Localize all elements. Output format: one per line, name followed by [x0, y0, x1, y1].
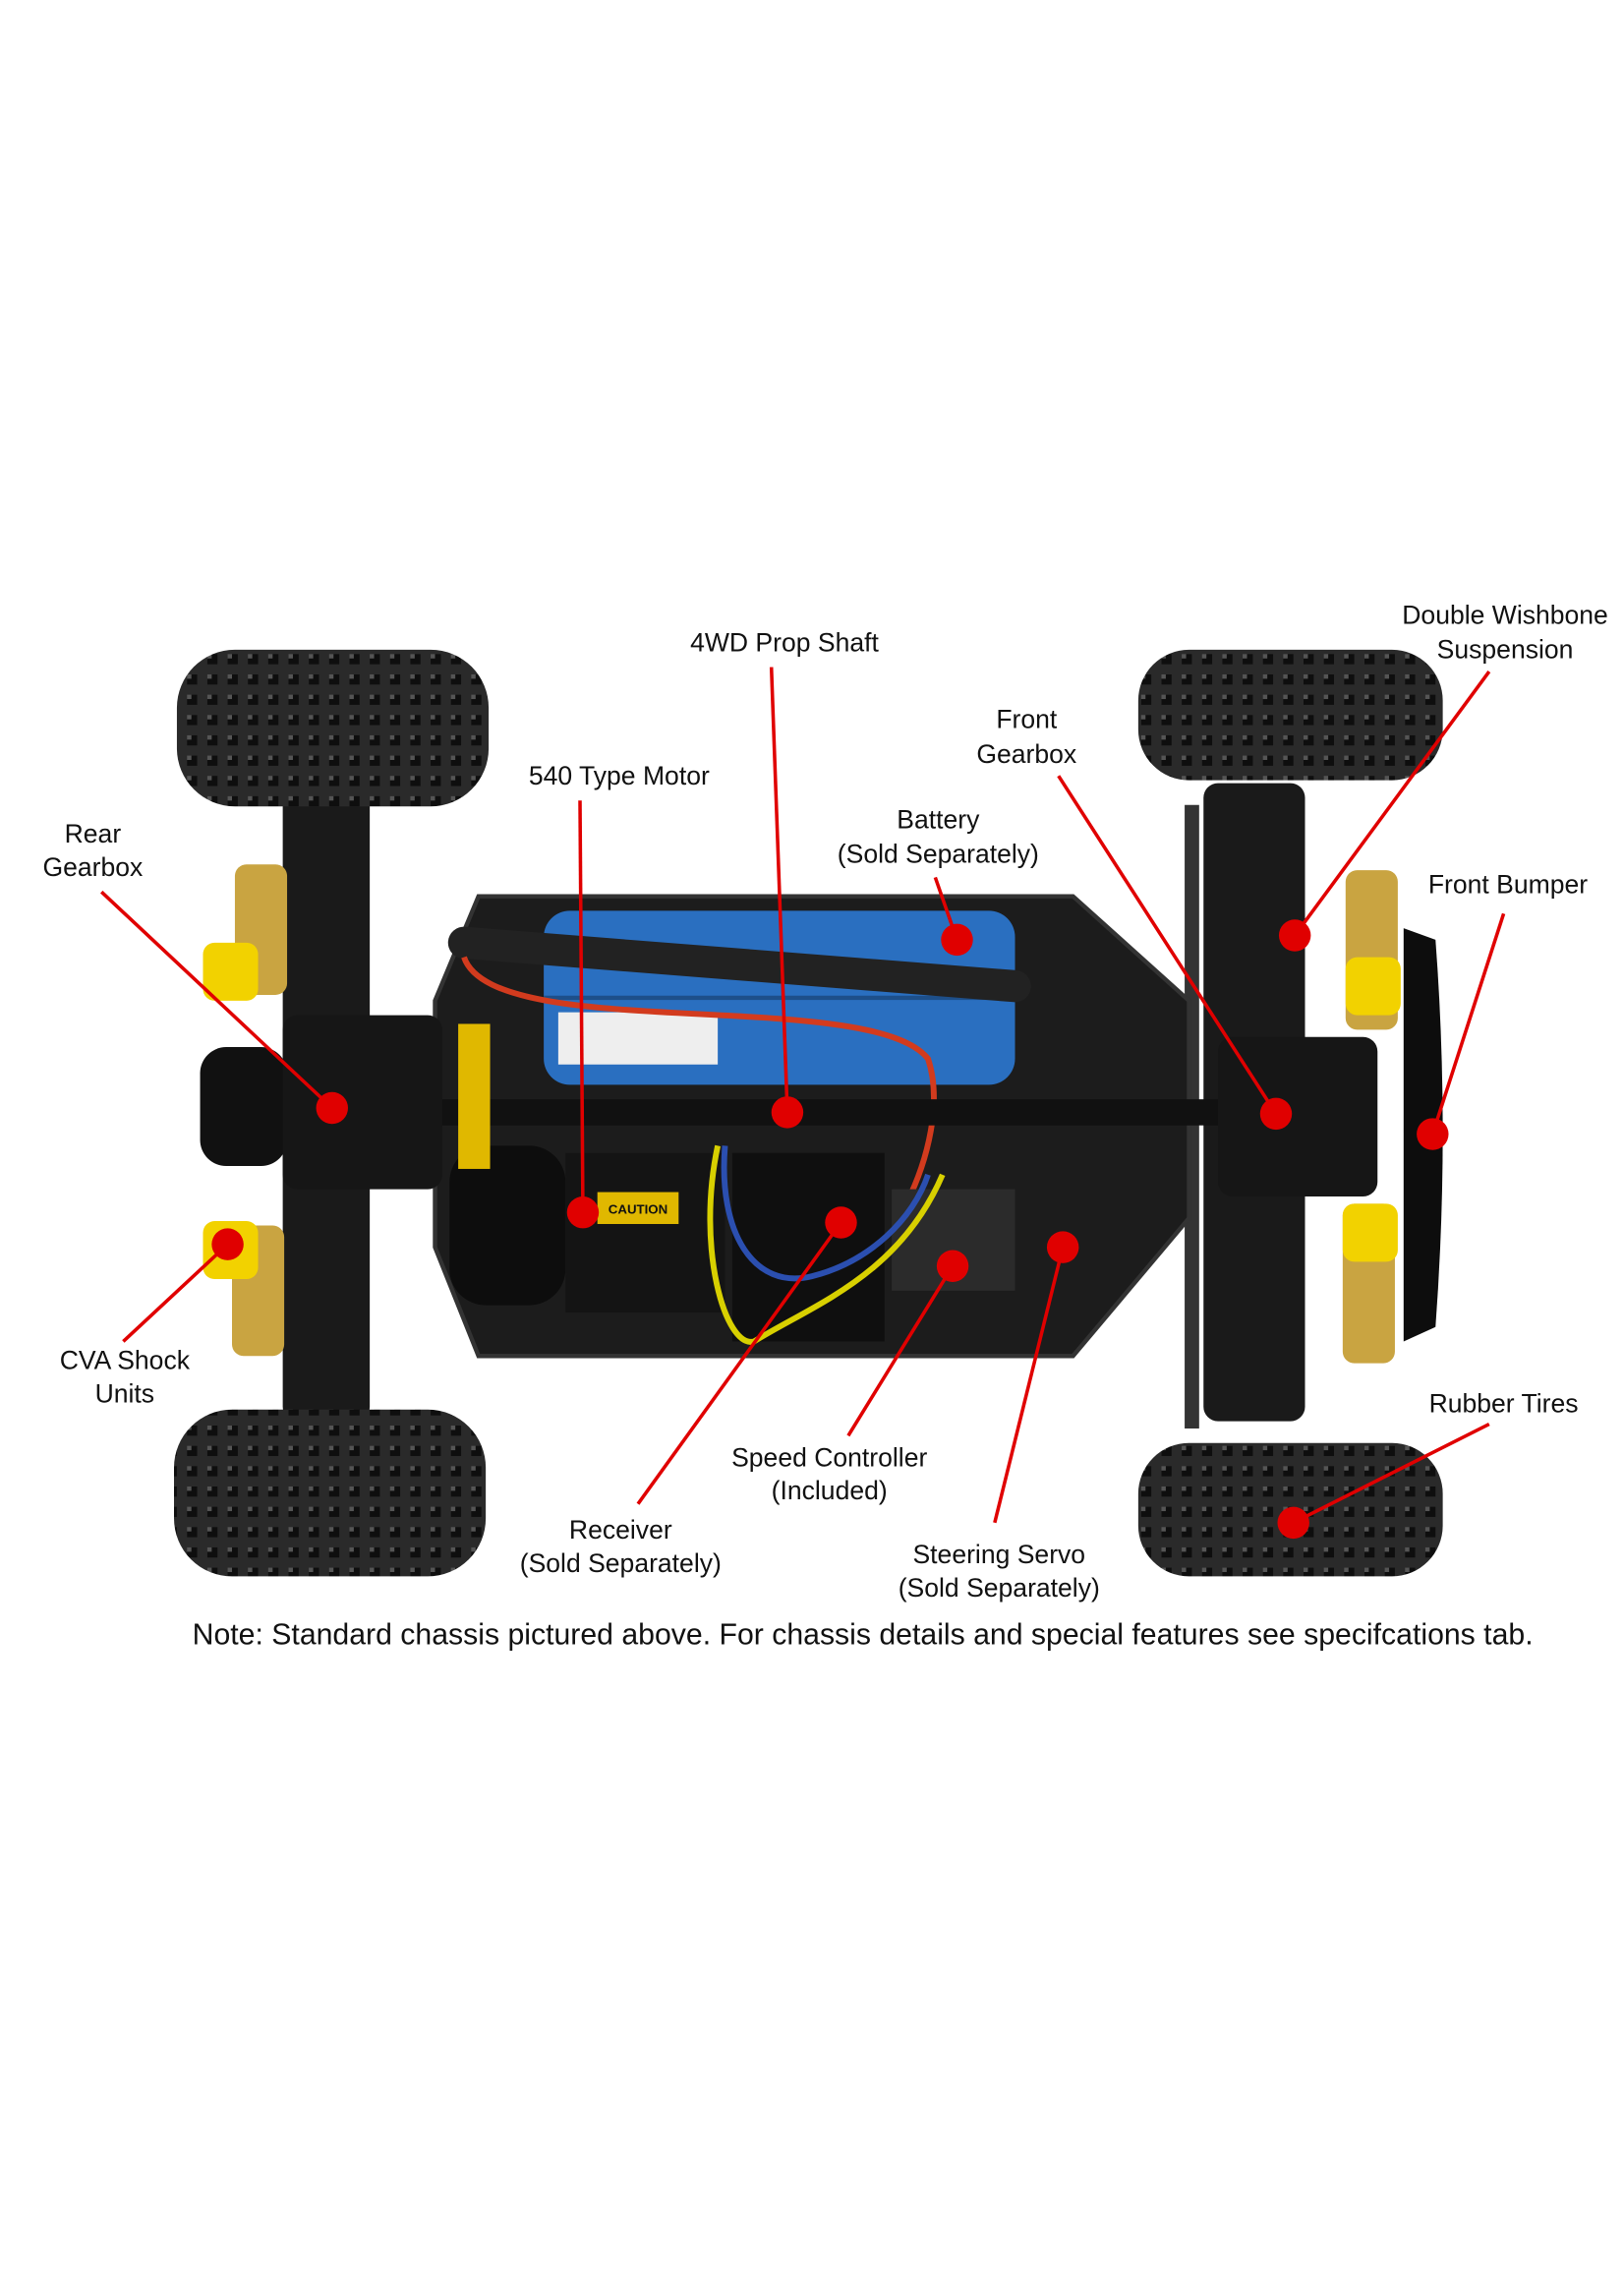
battery-connector: [557, 1012, 719, 1065]
marker-receiver: [825, 1206, 857, 1239]
tire-rear-bottom: [174, 1409, 487, 1577]
callout-markers: [211, 919, 1449, 1540]
motor-caution-label: [458, 1023, 491, 1169]
tire-front-top: [1137, 649, 1443, 781]
marker-front-gearbox: [1259, 1097, 1293, 1131]
label-battery: Battery(Sold Separately): [838, 804, 1039, 868]
marker-speed-controller: [936, 1250, 969, 1282]
front-gearbox-housing: [1218, 1036, 1378, 1196]
chassis-photo: CAUTION: [174, 649, 1443, 1577]
motor-body: [449, 1145, 566, 1306]
label-motor: 540 Type Motor: [529, 761, 710, 790]
chassis-note: Note: Standard chassis pictured above. F…: [193, 1619, 1534, 1652]
marker-steering-servo: [1046, 1231, 1079, 1263]
tire-rear-top: [176, 649, 490, 807]
caution-decal: CAUTION: [609, 1202, 667, 1217]
label-steering-servo: Steering Servo(Sold Separately): [899, 1540, 1100, 1603]
shock-front-top: [1345, 870, 1401, 1030]
marker-rubber-tires: [1277, 1506, 1309, 1540]
label-rubber-tires: Rubber Tires: [1429, 1389, 1579, 1419]
marker-motor: [566, 1195, 600, 1229]
marker-prop-shaft: [771, 1096, 804, 1129]
marker-cva-shock: [211, 1228, 244, 1260]
shock-front-bottom: [1342, 1203, 1398, 1364]
label-receiver: Receiver(Sold Separately): [520, 1515, 722, 1578]
callout-lines: [100, 667, 1506, 1525]
rear-gearbox-housing: [200, 1047, 288, 1166]
receiver-box: [565, 1152, 725, 1312]
label-prop-shaft: 4WD Prop Shaft: [690, 627, 879, 657]
marker-rear-gearbox: [316, 1091, 348, 1125]
label-front-bumper: Front Bumper: [1428, 870, 1588, 900]
marker-front-bumper: [1417, 1118, 1449, 1150]
battery-strap: [447, 926, 1031, 1003]
label-speed-controller: Speed Controller(Included): [731, 1442, 927, 1505]
marker-battery: [941, 923, 973, 957]
marker-double-wishbone: [1278, 919, 1311, 952]
shock-rear-top: [203, 864, 288, 1001]
